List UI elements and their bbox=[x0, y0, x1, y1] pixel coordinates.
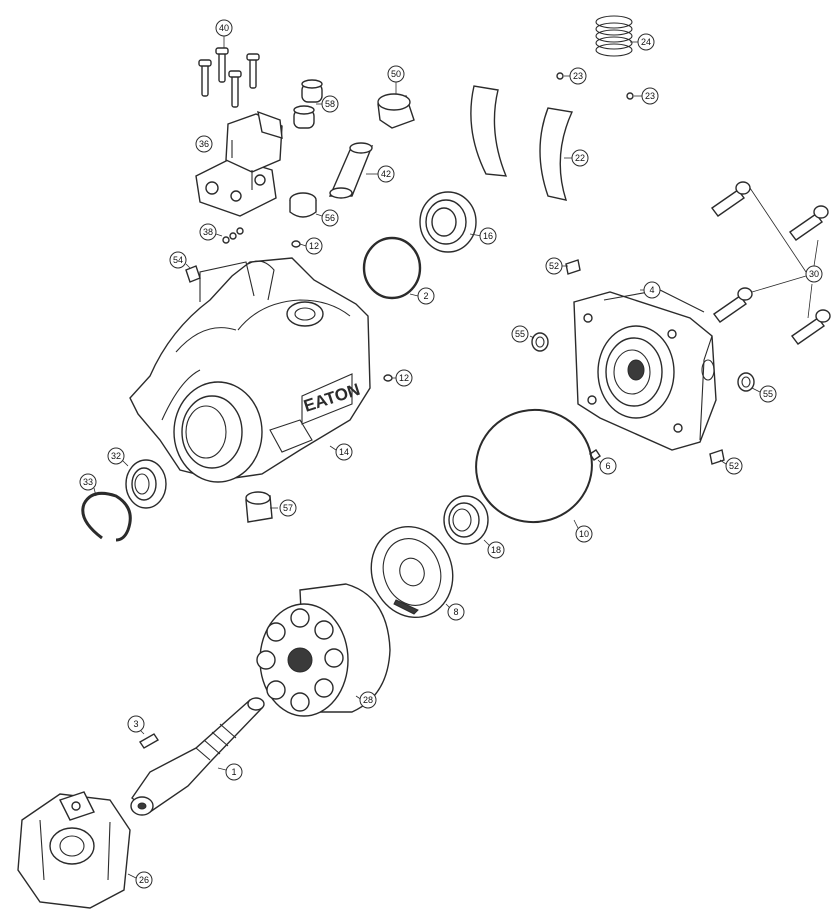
part-23-screws bbox=[556, 72, 634, 100]
callout-54: 54 bbox=[169, 251, 187, 269]
callout-40: 40 bbox=[215, 19, 233, 37]
part-50-cap bbox=[377, 93, 415, 129]
part-36-valve-block bbox=[195, 110, 283, 217]
callout-24: 24 bbox=[637, 33, 655, 51]
part-14-housing: EATON bbox=[129, 257, 371, 483]
callout-1: 1 bbox=[225, 763, 243, 781]
svg-text:52: 52 bbox=[549, 261, 559, 271]
svg-text:36: 36 bbox=[199, 139, 209, 149]
part-57-plug bbox=[245, 491, 273, 523]
svg-text:23: 23 bbox=[573, 71, 583, 81]
part-30-bolts bbox=[711, 181, 831, 345]
callout-23: 23 bbox=[641, 87, 659, 105]
part-54-fitting bbox=[185, 265, 201, 283]
callout-36: 36 bbox=[195, 135, 213, 153]
callout-4: 4 bbox=[643, 281, 661, 299]
svg-text:54: 54 bbox=[173, 255, 183, 265]
callout-56: 56 bbox=[321, 209, 339, 227]
callout-22: 22 bbox=[571, 149, 589, 167]
svg-text:12: 12 bbox=[399, 373, 409, 383]
svg-text:10: 10 bbox=[579, 529, 589, 539]
svg-text:56: 56 bbox=[325, 213, 335, 223]
part-26-mounting-flange bbox=[17, 791, 131, 909]
callout-23: 23 bbox=[569, 67, 587, 85]
svg-text:33: 33 bbox=[83, 477, 93, 487]
svg-text:55: 55 bbox=[515, 329, 525, 339]
part-18-bearing bbox=[443, 495, 489, 545]
svg-text:32: 32 bbox=[111, 451, 121, 461]
callout-6: 6 bbox=[599, 457, 617, 475]
callout-55: 55 bbox=[759, 385, 777, 403]
svg-text:8: 8 bbox=[453, 607, 458, 617]
callout-50: 50 bbox=[387, 65, 405, 83]
svg-text:42: 42 bbox=[381, 169, 391, 179]
part-56-cap bbox=[289, 192, 317, 218]
svg-text:4: 4 bbox=[649, 285, 654, 295]
callout-38: 38 bbox=[199, 223, 217, 241]
part-8-valve-plate bbox=[370, 525, 454, 619]
part-10-oring bbox=[475, 408, 593, 524]
callout-3: 3 bbox=[127, 715, 145, 733]
part-38-small-parts bbox=[222, 227, 244, 244]
svg-text:6: 6 bbox=[605, 461, 610, 471]
part-2-seal-ring bbox=[362, 236, 422, 300]
callout-14: 14 bbox=[335, 443, 353, 461]
callout-26: 26 bbox=[135, 871, 153, 889]
svg-text:16: 16 bbox=[483, 231, 493, 241]
svg-text:1: 1 bbox=[231, 767, 236, 777]
callout-30: 30 bbox=[805, 265, 823, 283]
svg-text:50: 50 bbox=[391, 69, 401, 79]
part-55-plugs bbox=[531, 332, 755, 392]
svg-text:57: 57 bbox=[283, 503, 293, 513]
svg-text:18: 18 bbox=[491, 545, 501, 555]
callout-12: 12 bbox=[305, 237, 323, 255]
svg-text:12: 12 bbox=[309, 241, 319, 251]
svg-text:22: 22 bbox=[575, 153, 585, 163]
svg-text:2: 2 bbox=[423, 291, 428, 301]
part-16-bearing bbox=[419, 191, 477, 253]
callout-52: 52 bbox=[545, 257, 563, 275]
part-22-bearing-halves bbox=[470, 85, 574, 201]
part-28-cylinder-block bbox=[256, 583, 391, 717]
callout-33: 33 bbox=[79, 473, 97, 491]
svg-text:38: 38 bbox=[203, 227, 213, 237]
part-24-spring bbox=[595, 15, 633, 57]
svg-text:14: 14 bbox=[339, 447, 349, 457]
part-58-sleeves bbox=[293, 79, 323, 129]
part-6-pin bbox=[589, 449, 601, 461]
svg-text:58: 58 bbox=[325, 99, 335, 109]
svg-text:55: 55 bbox=[763, 389, 773, 399]
part-1-shaft bbox=[130, 697, 265, 816]
svg-text:30: 30 bbox=[809, 269, 819, 279]
callout-2: 2 bbox=[417, 287, 435, 305]
part-42-pin bbox=[328, 142, 374, 199]
callout-58: 58 bbox=[321, 95, 339, 113]
callout-12: 12 bbox=[395, 369, 413, 387]
part-3-key bbox=[139, 733, 159, 749]
callout-28: 28 bbox=[359, 691, 377, 709]
svg-text:40: 40 bbox=[219, 23, 229, 33]
callout-8: 8 bbox=[447, 603, 465, 621]
svg-text:28: 28 bbox=[363, 695, 373, 705]
callout-16: 16 bbox=[479, 227, 497, 245]
callout-42: 42 bbox=[377, 165, 395, 183]
svg-text:24: 24 bbox=[641, 37, 651, 47]
callout-55: 55 bbox=[511, 325, 529, 343]
svg-text:52: 52 bbox=[729, 461, 739, 471]
part-32-seal bbox=[125, 459, 167, 509]
part-33-snap-ring bbox=[81, 491, 132, 542]
callout-52: 52 bbox=[725, 457, 743, 475]
callout-57: 57 bbox=[279, 499, 297, 517]
svg-text:26: 26 bbox=[139, 875, 149, 885]
svg-text:23: 23 bbox=[645, 91, 655, 101]
callout-18: 18 bbox=[487, 541, 505, 559]
svg-text:3: 3 bbox=[133, 719, 138, 729]
part-4-end-cover bbox=[573, 289, 717, 451]
part-40-bolts bbox=[198, 47, 260, 108]
leader-lines bbox=[93, 36, 819, 879]
callout-32: 32 bbox=[107, 447, 125, 465]
callout-10: 10 bbox=[575, 525, 593, 543]
